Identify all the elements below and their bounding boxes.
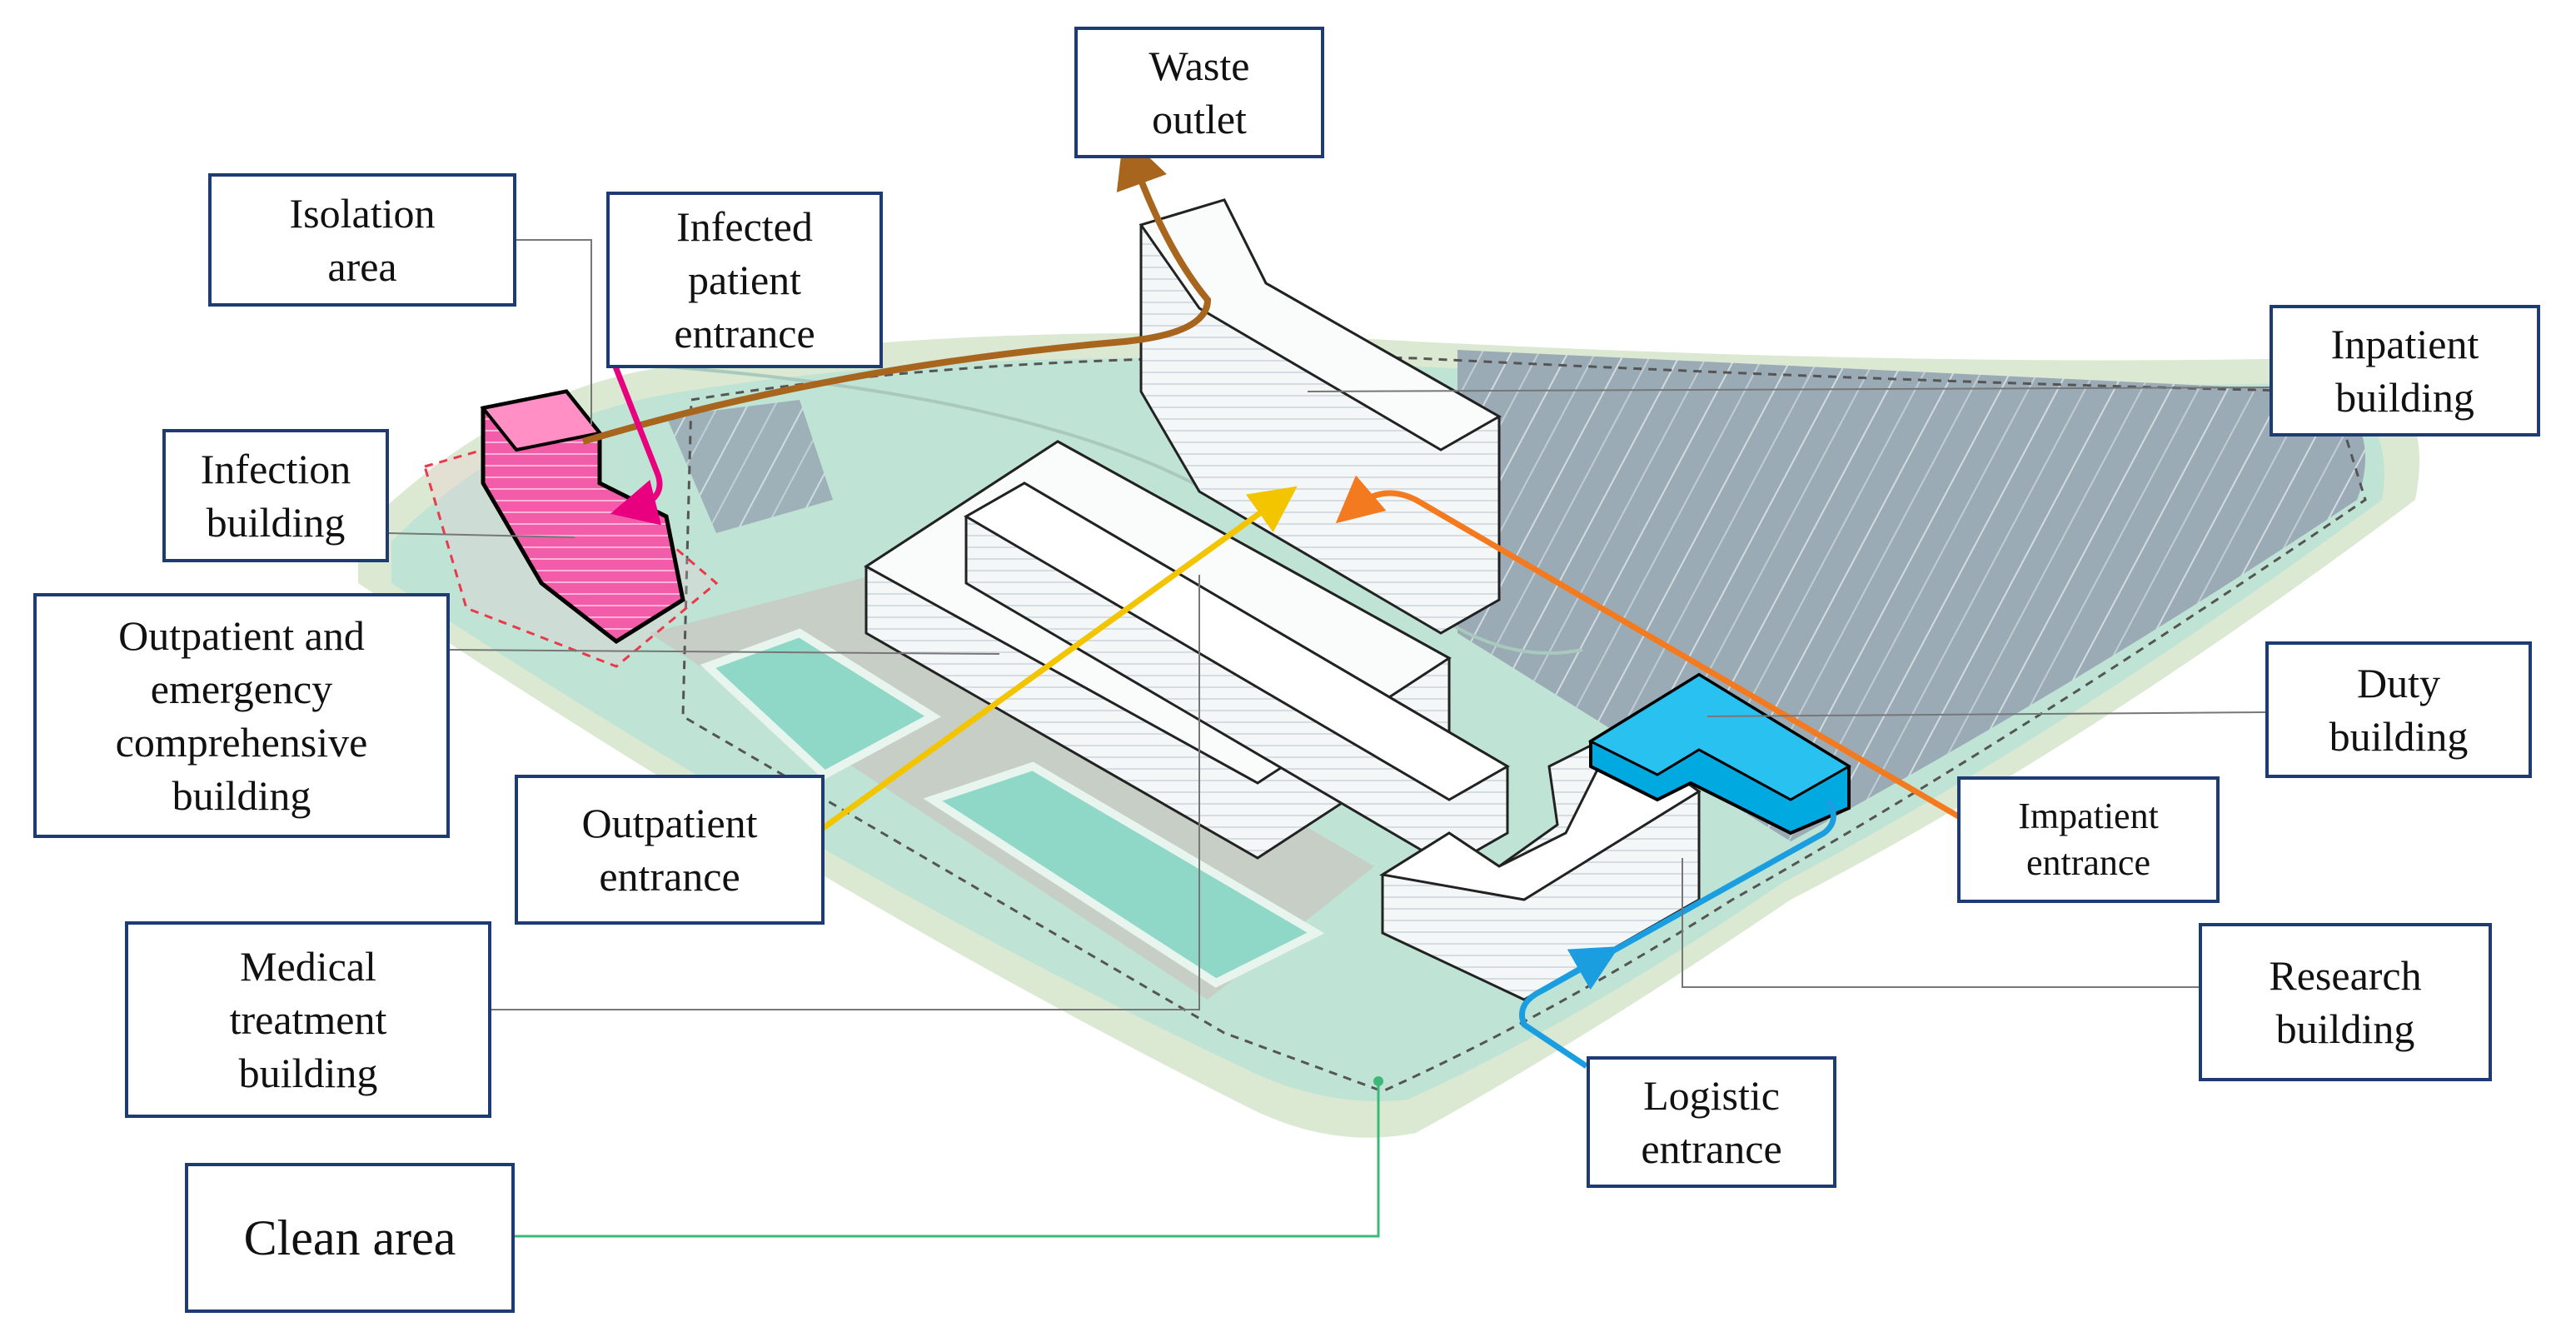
label-logistic-entrance: Logistic entrance: [1587, 1056, 1836, 1188]
label-line: building: [238, 1050, 378, 1096]
infected-patient-route: [609, 357, 663, 526]
label-outpatient-entrance: Outpatient entrance: [515, 775, 825, 925]
label-waste-outlet: Waste outlet: [1074, 27, 1324, 158]
label-line: Research: [2269, 952, 2422, 999]
label-line: outlet: [1152, 96, 1247, 142]
label-line: Isolation: [289, 190, 436, 237]
label-line: Waste: [1148, 42, 1250, 89]
label-medical-treatment-building: Medical treatment building: [125, 921, 491, 1118]
label-line: building: [2275, 1005, 2415, 1052]
label-line: Duty: [2357, 660, 2440, 706]
label-isolation-area: Isolation area: [208, 173, 516, 307]
label-line: building: [206, 499, 346, 546]
label-line: Infection: [200, 446, 351, 492]
label-line: building: [172, 772, 311, 819]
label-line: Clean area: [243, 1210, 456, 1265]
leader-lines: [388, 239, 2270, 1010]
label-line: entrance: [599, 853, 740, 900]
clean-area-leader: [515, 1083, 1380, 1238]
parking-lot-small: [666, 400, 833, 533]
label-impatient-entrance: Impatient entrance: [1957, 776, 2220, 903]
pond-1: [700, 628, 941, 781]
pond-2: [923, 761, 1325, 988]
label-line: patient: [687, 257, 802, 303]
label-infected-patient-entrance: Infected patient entrance: [606, 192, 883, 368]
label-duty-building: Duty building: [2265, 641, 2532, 778]
label-line: entrance: [1641, 1125, 1782, 1172]
label-line: entrance: [674, 310, 815, 357]
label-outpatient-emergency-building: Outpatient and emergency comprehensive b…: [33, 593, 450, 838]
label-line: Medical: [240, 943, 376, 990]
label-line: Impatient: [2018, 795, 2159, 836]
label-line: Outpatient: [581, 800, 758, 846]
label-inpatient-building: Inpatient building: [2270, 305, 2540, 437]
label-line: treatment: [229, 996, 387, 1043]
logistic-route-arrow: [1539, 946, 1620, 995]
label-line: area: [327, 243, 397, 290]
label-line: comprehensive: [115, 719, 368, 766]
label-line: Outpatient and: [118, 612, 365, 659]
label-line: Inpatient: [2330, 321, 2479, 367]
label-research-building: Research building: [2199, 923, 2492, 1081]
waste-route: [581, 132, 1212, 445]
label-line: building: [2329, 713, 2469, 760]
label-line: entrance: [2026, 842, 2150, 883]
inpatient-route: [1335, 475, 1967, 824]
label-infection-building: Infection building: [162, 429, 389, 562]
label-line: emergency: [150, 666, 333, 712]
label-line: building: [2335, 374, 2474, 421]
outpatient-route: [814, 486, 1298, 836]
label-line: Logistic: [1643, 1072, 1780, 1119]
label-line: Infected: [676, 203, 813, 250]
label-clean-area: Clean area: [185, 1163, 515, 1313]
